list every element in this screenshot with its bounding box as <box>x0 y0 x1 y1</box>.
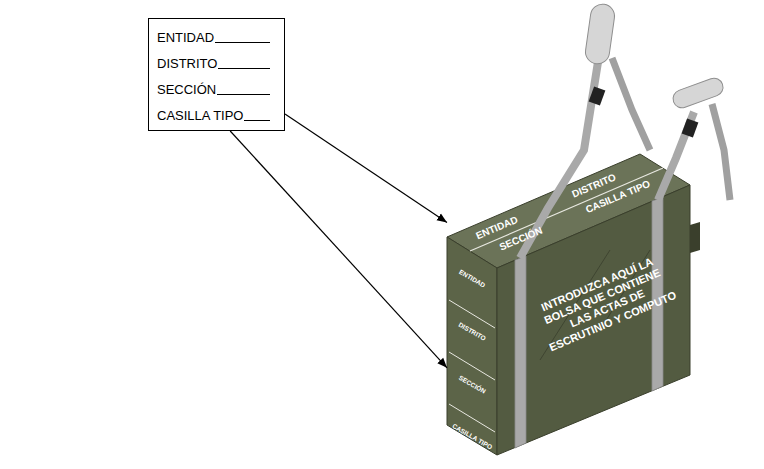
side-latch <box>690 222 700 253</box>
form-row: SECCIÓN <box>157 79 270 97</box>
strap-handle <box>584 3 616 66</box>
strap-buckle <box>682 118 699 137</box>
field-underline <box>244 119 270 121</box>
field-underline <box>218 67 270 69</box>
form-row: ENTIDAD <box>157 27 270 45</box>
field-underline <box>215 41 270 43</box>
field-underline <box>217 93 270 95</box>
field-label: ENTIDAD <box>157 30 214 45</box>
shoulder-strap <box>612 58 650 150</box>
field-label: CASILLA TIPO <box>157 108 243 123</box>
callout-arrow <box>230 131 447 368</box>
field-label: DISTRITO <box>157 56 217 71</box>
strap-buckle <box>589 86 606 105</box>
callout-arrow <box>285 114 447 222</box>
label-form-box: ENTIDAD DISTRITO SECCIÓN CASILLA TIPO <box>148 18 285 131</box>
field-label: SECCIÓN <box>157 82 216 97</box>
strap-handle <box>670 76 725 111</box>
form-row: CASILLA TIPO <box>157 105 270 123</box>
face-shape <box>447 237 497 455</box>
face-shape <box>497 185 690 455</box>
box-side-face: ENTIDADDISTRITOSECCIÓNCASILLA TIPO <box>447 237 497 455</box>
form-row: DISTRITO <box>157 53 270 71</box>
box-front-face: INTRODUZCA AQUÍ LA BOLSA QUE CONTIENE LA… <box>497 185 690 455</box>
shoulder-strap <box>712 104 730 200</box>
